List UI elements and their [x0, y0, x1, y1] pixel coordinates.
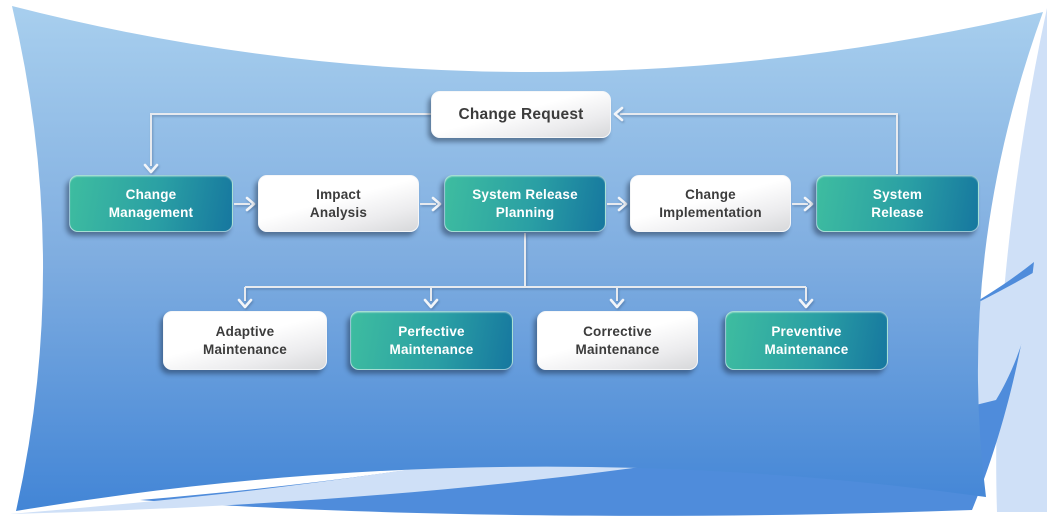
background-swooshes: [10, 6, 1047, 516]
node-perfective-maintenance: Perfective Maintenance: [350, 311, 513, 370]
arrow-down-into-preventive-maintenance-icon: [798, 298, 814, 309]
node-change-management: Change Management: [69, 175, 233, 232]
node-adaptive-maintenance: Adaptive Maintenance: [163, 311, 327, 370]
node-system-release: System Release: [816, 175, 979, 232]
node-system-release-planning: System Release Planning: [444, 175, 606, 232]
arrow-right-into-system-release-icon: [803, 196, 814, 212]
edge-change-request-to-change-management: [150, 113, 431, 166]
node-corrective-maintenance-label: Corrective Maintenance: [575, 324, 660, 357]
arrow-right-into-impact-analysis-icon: [245, 196, 256, 212]
node-impact-analysis: Impact Analysis: [258, 175, 419, 232]
main-banner-shape: [12, 6, 1043, 511]
arrow-down-into-adaptive-maintenance-icon: [237, 298, 253, 309]
node-preventive-maintenance-label: Preventive Maintenance: [764, 324, 849, 357]
node-preventive-maintenance: Preventive Maintenance: [725, 311, 888, 370]
arrow-right-into-change-implementation-icon: [617, 196, 628, 212]
node-change-implementation: Change Implementation: [630, 175, 791, 232]
node-change-implementation-label: Change Implementation: [659, 187, 762, 220]
arrow-down-into-change-management-icon: [143, 163, 159, 174]
arrow-down-into-perfective-maintenance-icon: [423, 298, 439, 309]
edge-system-release-to-change-request: [620, 113, 898, 174]
edge-distributor-to-maintenance-row: [244, 233, 807, 301]
arrow-down-into-corrective-maintenance-icon: [609, 298, 625, 309]
node-adaptive-maintenance-label: Adaptive Maintenance: [203, 324, 287, 357]
node-impact-analysis-label: Impact Analysis: [309, 187, 368, 220]
node-change-request: Change Request: [431, 91, 611, 138]
node-change-request-label: Change Request: [458, 105, 584, 123]
arrow-right-into-system-release-planning-icon: [431, 196, 442, 212]
node-change-management-label: Change Management: [108, 187, 194, 220]
connector-lines: [150, 113, 898, 301]
arrow-left-into-change-request-icon: [613, 106, 624, 122]
node-system-release-label: System Release: [871, 187, 924, 220]
node-perfective-maintenance-label: Perfective Maintenance: [389, 324, 474, 357]
arrowheads: [143, 106, 814, 309]
node-system-release-planning-label: System Release Planning: [472, 187, 578, 220]
node-corrective-maintenance: Corrective Maintenance: [537, 311, 698, 370]
